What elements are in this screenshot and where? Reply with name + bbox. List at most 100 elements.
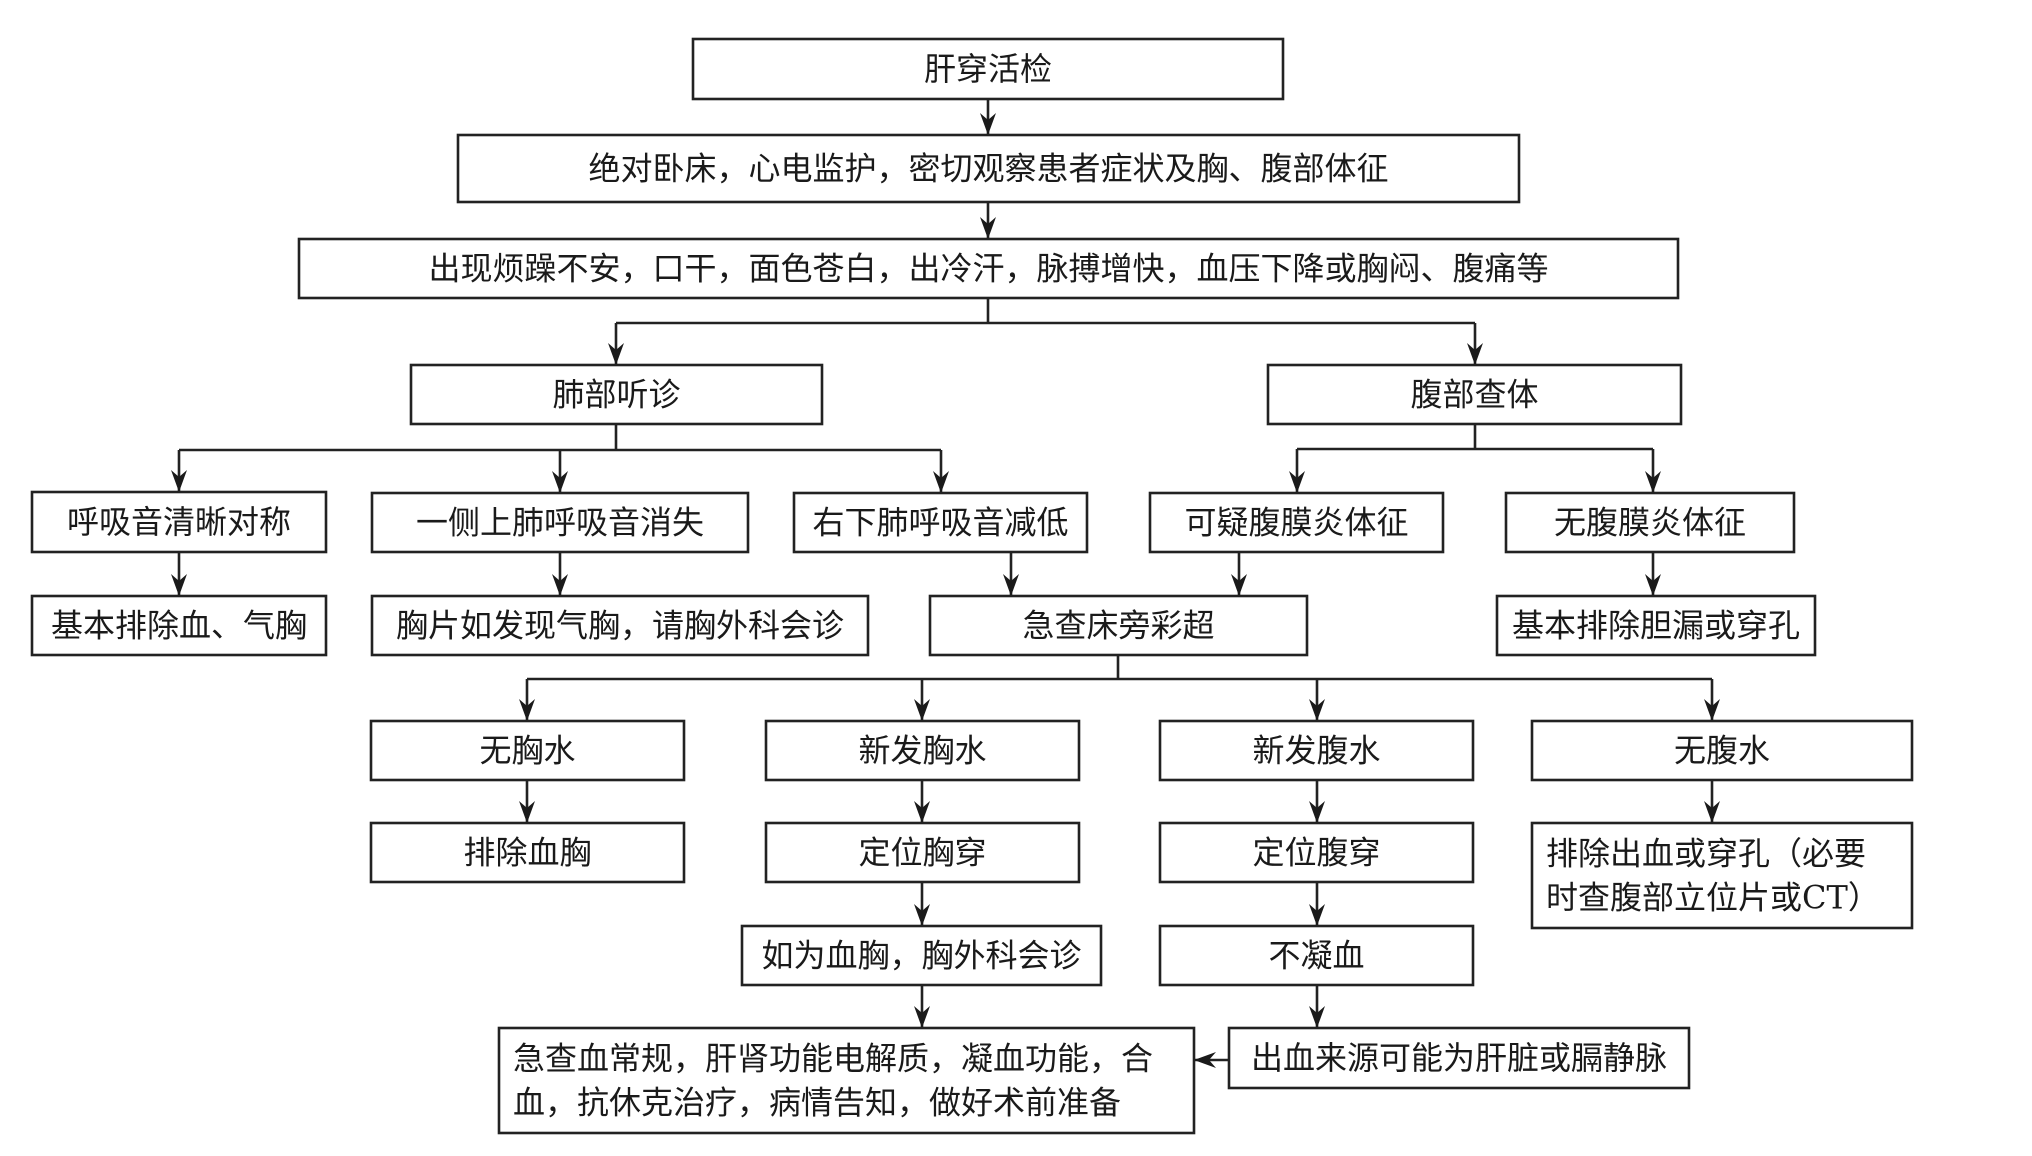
node-no-pleural-effusion: 无胸水 xyxy=(369,719,686,782)
node-box xyxy=(370,491,750,554)
node-bed-rest: 绝对卧床，心电监护，密切观察患者症状及胸、腹部体征 xyxy=(456,133,1521,204)
edge-to-lung-auscultation-arrowhead-icon xyxy=(608,343,624,365)
node-rule-out-hemo-pneumo: 基本排除血、气胸 xyxy=(30,594,328,657)
node-label: 可疑腹膜炎体征 xyxy=(1184,504,1408,542)
edges-layer xyxy=(171,99,1720,1068)
node-label: 腹部查体 xyxy=(1410,376,1538,414)
node-label: 时查腹部立位片或CT） xyxy=(1546,879,1880,917)
node-non-clotting: 不凝血 xyxy=(1158,924,1475,987)
node-symptoms: 出现烦躁不安，口干，面色苍白，出冷汗，脉搏增快，血压下降或胸闷、腹痛等 xyxy=(297,237,1680,300)
node-label: 肝穿活检 xyxy=(924,50,1052,88)
node-box xyxy=(1495,594,1817,657)
node-box xyxy=(691,37,1285,101)
edge-peritonitis-to-ultrasound-arrowhead-icon xyxy=(1231,574,1247,596)
node-label: 急查血常规，肝肾功能电解质，凝血功能，合 xyxy=(513,1040,1153,1078)
nodes-layer: 肝穿活检绝对卧床，心电监护，密切观察患者症状及胸、腹部体征出现烦躁不安，口干，面… xyxy=(30,37,1914,1135)
node-label: 无腹膜炎体征 xyxy=(1554,504,1746,542)
node-box xyxy=(1504,491,1796,554)
node-label: 胸片如发现气胸，请胸外科会诊 xyxy=(396,607,844,645)
node-label: 肺部听诊 xyxy=(552,376,680,414)
node-box xyxy=(1158,719,1475,782)
node-box xyxy=(30,594,328,657)
node-label: 定位胸穿 xyxy=(858,834,986,872)
edge-lower-right-to-ultrasound-arrowhead-icon xyxy=(1003,574,1019,596)
edge-upper-lung-to-chest-xray-arrowhead-icon xyxy=(552,574,568,596)
node-hemothorax-consult: 如为血胸，胸外科会诊 xyxy=(740,924,1103,987)
edge-new-pleural-to-thoracentesis-arrowhead-icon xyxy=(914,801,930,823)
node-box xyxy=(297,237,1680,300)
edge-to-abdominal-exam-arrowhead-icon xyxy=(1467,343,1483,365)
node-new-ascites: 新发腹水 xyxy=(1158,719,1475,782)
node-label: 急查床旁彩超 xyxy=(1022,607,1214,645)
node-label: 呼吸音清晰对称 xyxy=(67,503,291,541)
node-lower-right-reduced: 右下肺呼吸音减低 xyxy=(792,491,1089,554)
node-label: 右下肺呼吸音减低 xyxy=(812,504,1068,542)
node-no-ascites: 无腹水 xyxy=(1530,719,1914,782)
node-box xyxy=(497,1026,1196,1135)
node-box xyxy=(1266,363,1683,426)
edge-to-breath-clear-arrowhead-icon xyxy=(171,470,187,492)
edge-non-clotting-to-bleeding-source-arrowhead-icon xyxy=(1309,1006,1325,1028)
node-box xyxy=(792,491,1089,554)
node-label: 一侧上肺呼吸音消失 xyxy=(416,504,704,542)
node-label: 无胸水 xyxy=(479,732,575,770)
node-box xyxy=(1530,719,1914,782)
node-label: 出现烦躁不安，口干，面色苍白，出冷汗，脉搏增快，血压下降或胸闷、腹痛等 xyxy=(428,250,1548,288)
node-box xyxy=(764,719,1081,782)
node-peritonitis-suspect: 可疑腹膜炎体征 xyxy=(1148,491,1445,554)
edge-bleeding-source-to-emergency-tests-arrowhead-icon xyxy=(1194,1052,1216,1068)
node-label: 如为血胸，胸外科会诊 xyxy=(761,937,1081,975)
node-box xyxy=(369,719,686,782)
node-box xyxy=(1158,821,1475,884)
edge-to-upper-lung-absent-arrowhead-icon xyxy=(552,471,568,493)
node-label: 基本排除血、气胸 xyxy=(51,607,307,645)
edge-to-peritonitis-suspect-arrowhead-icon xyxy=(1289,471,1305,493)
node-box xyxy=(370,594,870,657)
node-label: 定位腹穿 xyxy=(1252,834,1380,872)
node-new-pleural-effusion: 新发胸水 xyxy=(764,719,1081,782)
node-paracentesis: 定位腹穿 xyxy=(1158,821,1475,884)
node-emergency-tests: 急查血常规，肝肾功能电解质，凝血功能，合血，抗休克治疗，病情告知，做好术前准备 xyxy=(497,1026,1196,1135)
edge-consult-to-emergency-tests-arrowhead-icon xyxy=(914,1006,930,1028)
edge-new-ascites-to-paracentesis-arrowhead-icon xyxy=(1309,801,1325,823)
node-label: 排除出血或穿孔（必要 xyxy=(1546,835,1866,873)
edge-to-new-pleural-effusion-arrowhead-icon xyxy=(914,699,930,721)
edge-to-no-pleural-effusion-arrowhead-icon xyxy=(519,699,535,721)
node-label: 绝对卧床，心电监护，密切观察患者症状及胸、腹部体征 xyxy=(588,150,1388,188)
node-lung-auscultation: 肺部听诊 xyxy=(409,363,824,426)
node-no-peritonitis: 无腹膜炎体征 xyxy=(1504,491,1796,554)
node-abdominal-exam: 腹部查体 xyxy=(1266,363,1683,426)
node-box xyxy=(409,363,824,426)
node-bedside-ultrasound: 急查床旁彩超 xyxy=(928,594,1309,657)
edge-bedrest-to-symptoms-arrowhead-icon xyxy=(980,217,996,239)
node-rule-out-hemothorax: 排除血胸 xyxy=(369,821,686,884)
node-rule-out-bile-leak: 基本排除胆漏或穿孔 xyxy=(1495,594,1817,657)
edge-no-ascites-to-rule-out-bleeding-arrowhead-icon xyxy=(1704,801,1720,823)
node-label: 基本排除胆漏或穿孔 xyxy=(1512,607,1800,645)
node-box xyxy=(456,133,1521,204)
node-liver-biopsy: 肝穿活检 xyxy=(691,37,1285,101)
edge-to-lower-right-reduced-arrowhead-icon xyxy=(933,471,949,493)
node-box xyxy=(1148,491,1445,554)
node-label: 无腹水 xyxy=(1674,732,1770,770)
node-label: 出血来源可能为肝脏或膈静脉 xyxy=(1251,1039,1667,1077)
node-label: 排除血胸 xyxy=(463,834,591,872)
node-chest-xray: 胸片如发现气胸，请胸外科会诊 xyxy=(370,594,870,657)
node-label: 新发胸水 xyxy=(858,732,986,770)
node-box xyxy=(764,821,1081,884)
node-box xyxy=(1227,1026,1691,1090)
node-box xyxy=(928,594,1309,657)
node-upper-lung-absent: 一侧上肺呼吸音消失 xyxy=(370,491,750,554)
edge-thoracentesis-to-consult-arrowhead-icon xyxy=(914,904,930,926)
edge-to-no-ascites-arrowhead-icon xyxy=(1704,699,1720,721)
edge-paracentesis-to-non-clotting-arrowhead-icon xyxy=(1309,904,1325,926)
node-box xyxy=(1530,821,1914,930)
edge-no-peritonitis-to-bile-leak-arrowhead-icon xyxy=(1645,574,1661,596)
edge-no-pleural-to-hemothorax-arrowhead-icon xyxy=(519,801,535,823)
edge-to-no-peritonitis-arrowhead-icon xyxy=(1645,471,1661,493)
node-breath-clear: 呼吸音清晰对称 xyxy=(30,490,328,554)
node-label: 血，抗休克治疗，病情告知，做好术前准备 xyxy=(513,1084,1121,1122)
node-label: 不凝血 xyxy=(1268,937,1364,975)
